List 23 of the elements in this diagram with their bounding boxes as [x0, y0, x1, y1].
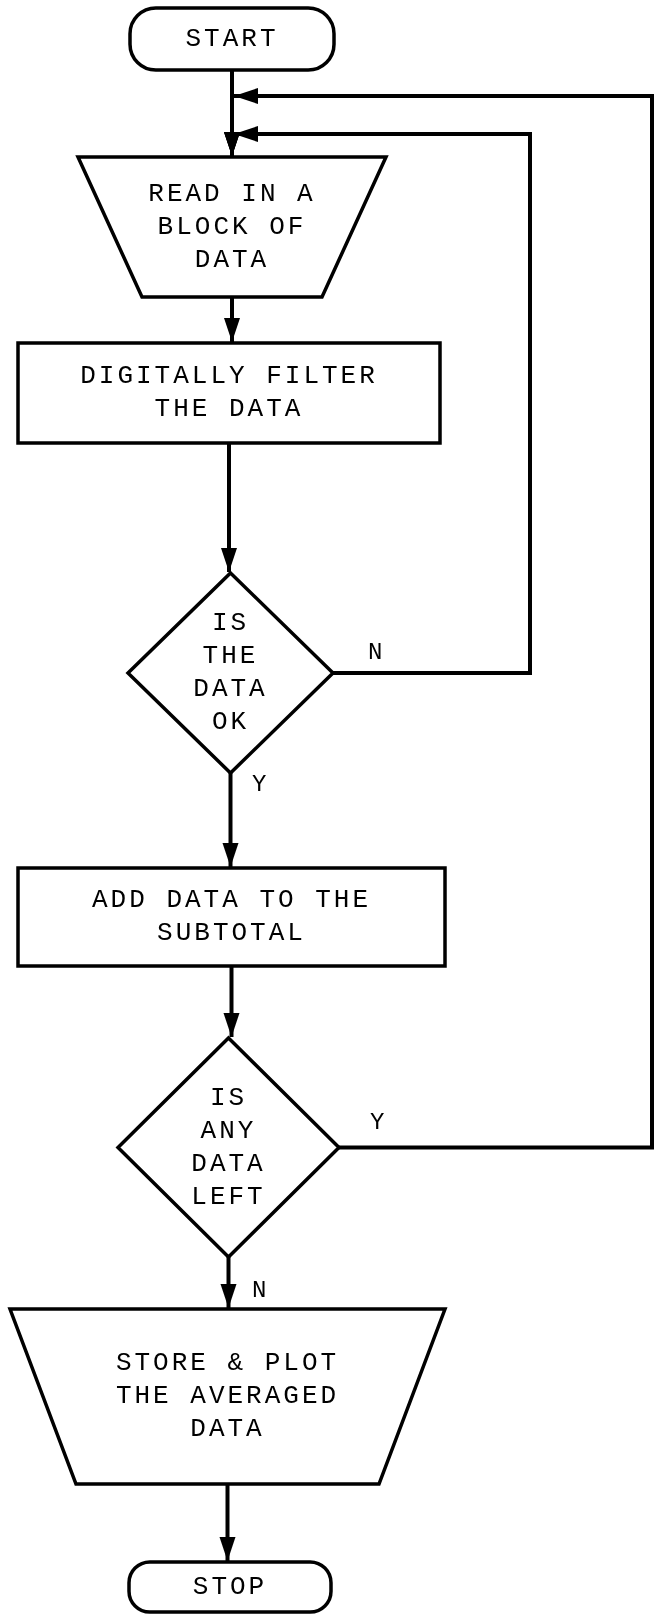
node-label: STOP — [191, 1570, 269, 1604]
terminator-box — [130, 8, 334, 70]
terminator-box — [129, 1562, 331, 1612]
arrow — [219, 1484, 236, 1561]
arrow — [224, 88, 654, 1150]
arrow — [222, 773, 239, 867]
node-label: STORE & PLOT THE AVERAGED DATA — [114, 1347, 341, 1446]
arrow — [223, 966, 240, 1037]
node-label: START — [184, 22, 280, 56]
input-trapezoid — [10, 1309, 445, 1484]
decision-diamond — [128, 573, 333, 773]
node-label: IS ANY DATA LEFT — [190, 1081, 267, 1214]
input-trapezoid — [78, 157, 386, 297]
arrow — [221, 443, 237, 572]
process-box — [18, 343, 440, 443]
arrow — [224, 297, 240, 342]
decision-diamond — [118, 1038, 339, 1257]
process-box — [18, 868, 445, 966]
node-label: IS THE DATA OK — [192, 607, 269, 739]
arrow — [220, 1257, 237, 1308]
node-label: READ IN A BLOCK OF DATA — [147, 177, 317, 277]
node-label: ADD DATA TO THE SUBTOTAL — [90, 884, 372, 950]
node-label: DIGITALLY FILTER THE DATA — [79, 360, 379, 426]
